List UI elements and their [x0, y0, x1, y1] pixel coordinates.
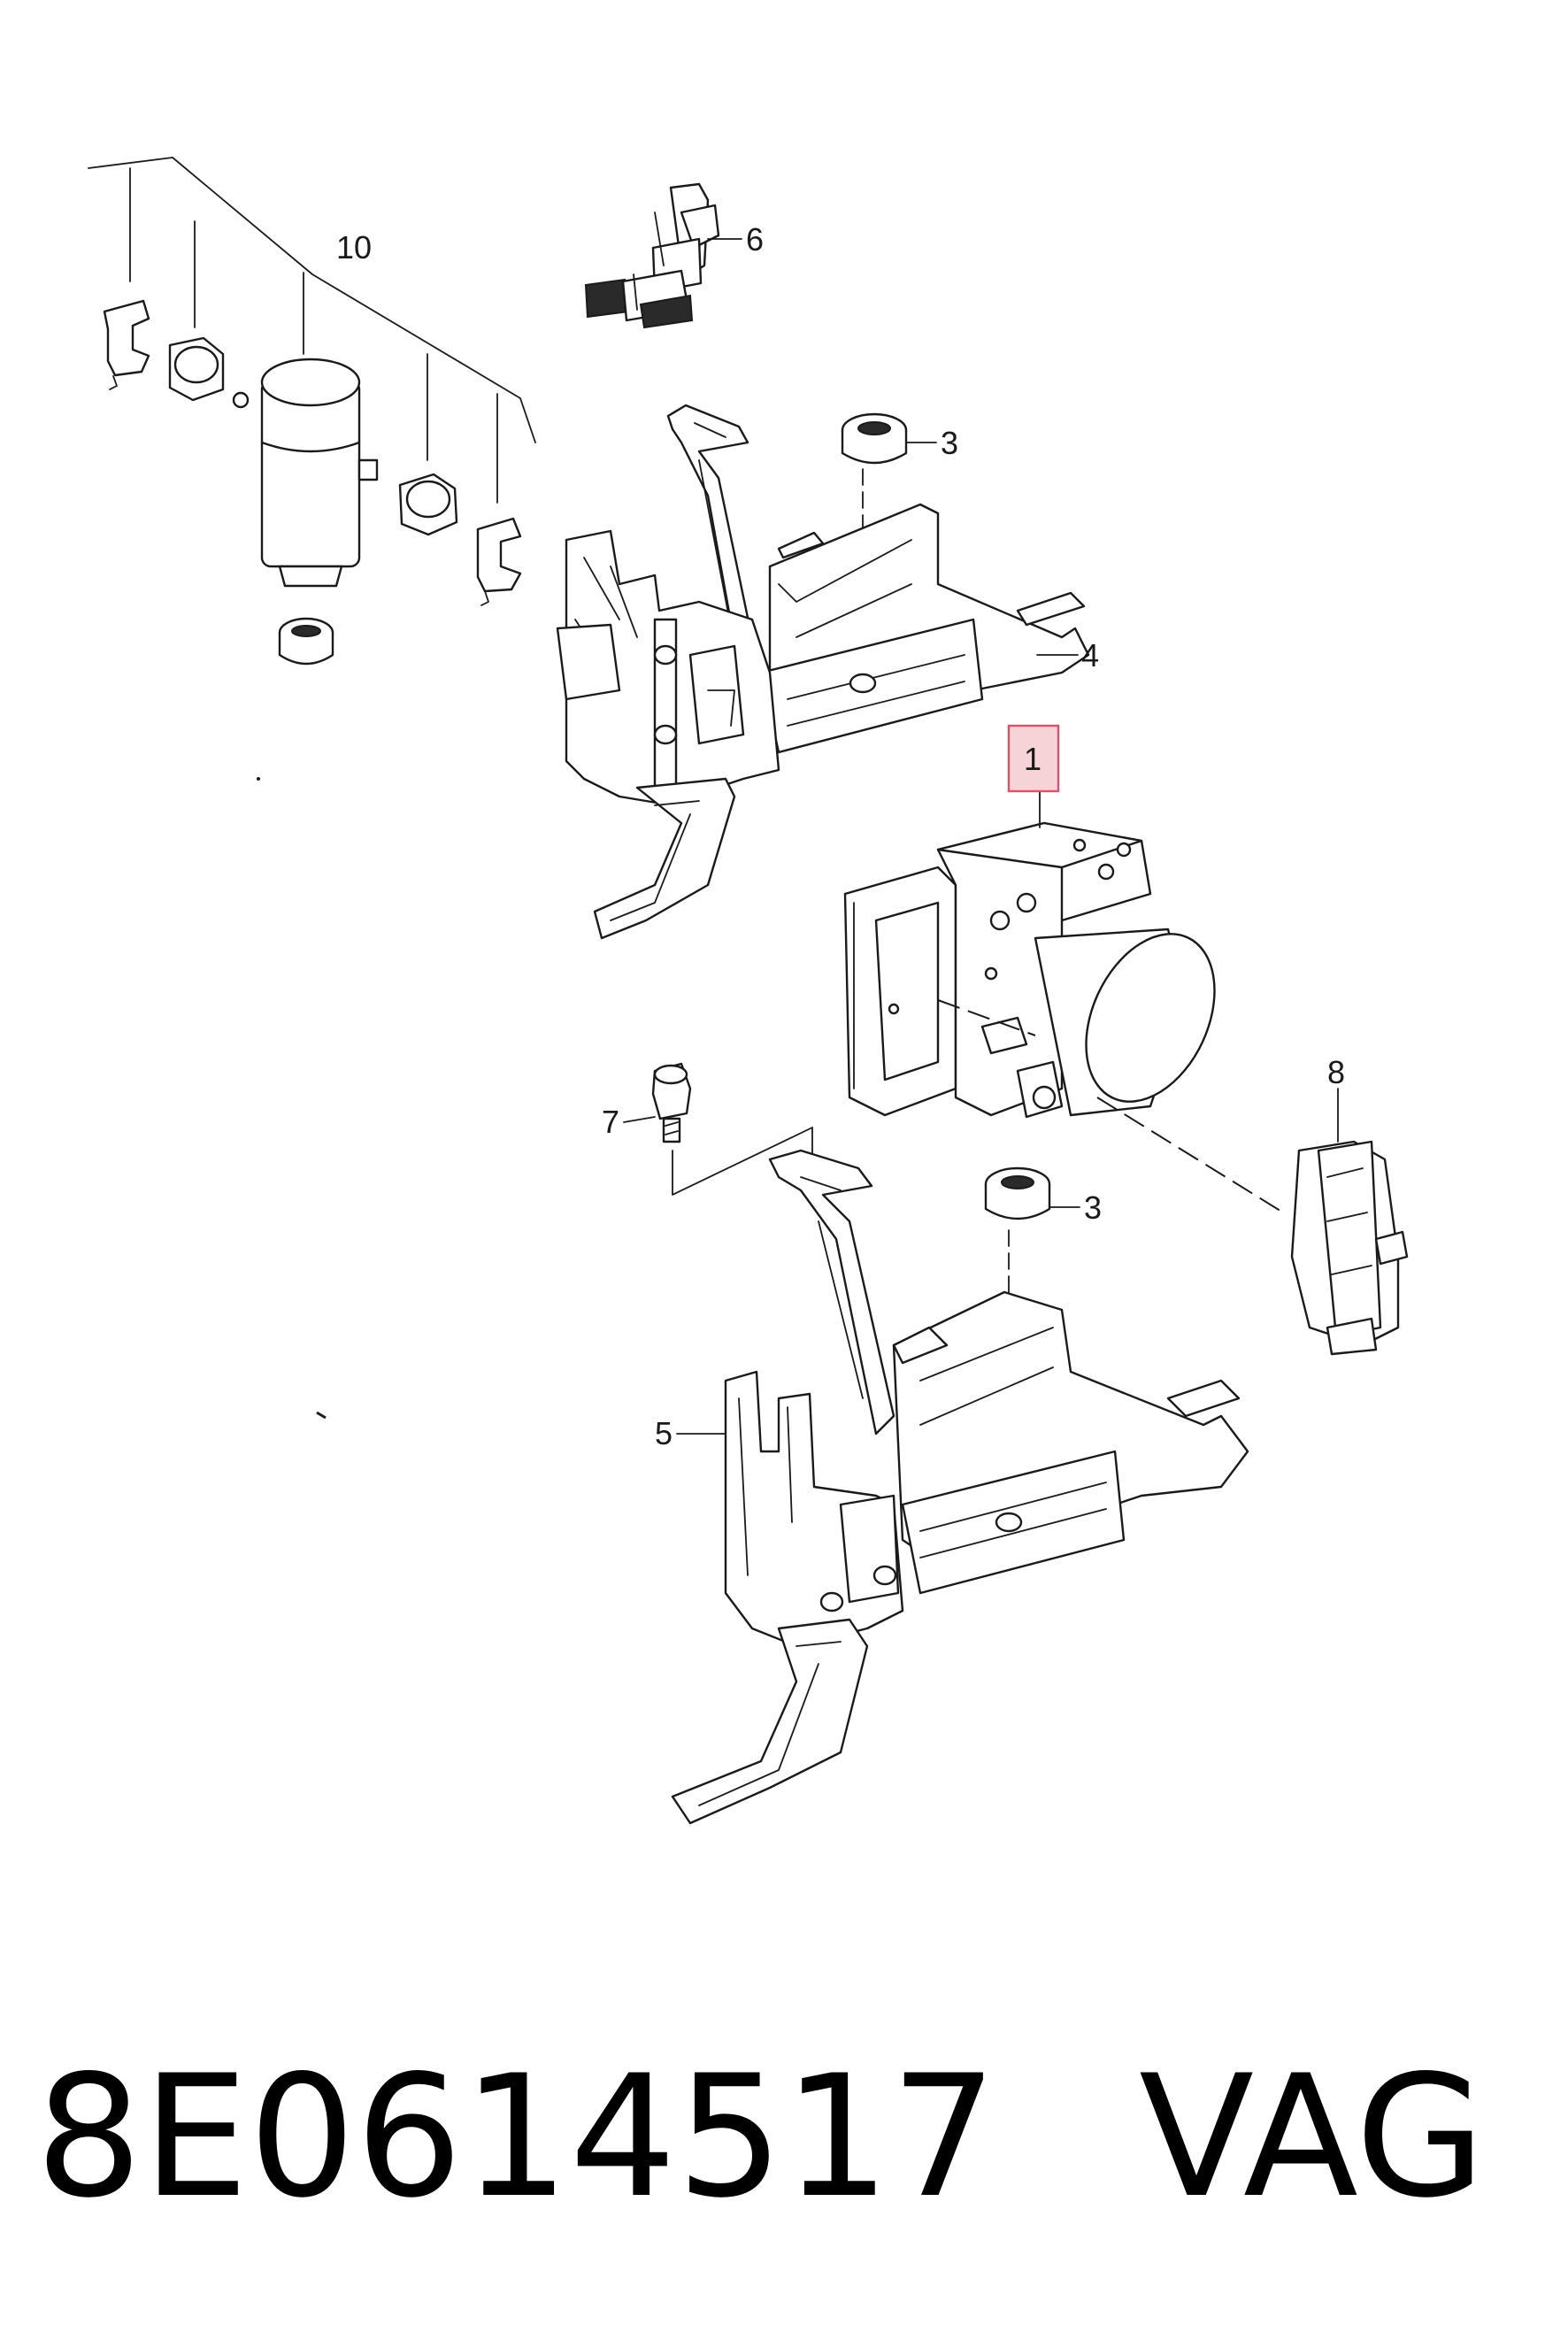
part-5-lower-bracket: [671, 1149, 1249, 1825]
callout-6: 6: [707, 221, 764, 258]
callout-5: 5: [655, 1415, 726, 1451]
callout-4: 4: [1036, 637, 1099, 674]
part-4-upper-bracket: [556, 404, 1090, 940]
svg-text:8: 8: [1327, 1054, 1345, 1090]
svg-text:1: 1: [1024, 741, 1041, 777]
svg-text:5: 5: [655, 1415, 673, 1451]
callout-1-highlighted: 1: [1007, 724, 1060, 793]
callout-8: 8: [1327, 1054, 1345, 1090]
svg-text:7: 7: [602, 1104, 619, 1140]
callout-7: 7: [602, 1104, 656, 1140]
part-3-lower-grommet: [984, 1166, 1051, 1505]
part-3-upper-grommet: [841, 412, 908, 674]
callout-3-upper: 3: [906, 425, 958, 461]
callout-3-lower: 3: [1049, 1189, 1102, 1226]
part-8-connector-plug: [1290, 1088, 1409, 1356]
brand-name: VAG: [1139, 2039, 1486, 2235]
svg-text:3: 3: [941, 425, 958, 461]
svg-text:4: 4: [1081, 637, 1099, 674]
part-10-filter-assembly: [88, 157, 536, 666]
part-number: 8E0614517: [35, 2039, 998, 2235]
svg-text:3: 3: [1084, 1189, 1102, 1226]
svg-text:10: 10: [336, 229, 372, 266]
part-1-abs-unit: [843, 791, 1284, 1213]
speck-mark: [316, 1411, 327, 1420]
svg-text:6: 6: [746, 221, 764, 258]
callout-10: 10: [336, 229, 372, 266]
part-7-bolt: [651, 1062, 813, 1196]
speck-dot: [257, 777, 260, 781]
part-6-connector-harness: [584, 182, 720, 329]
part-number-caption: 8E0614517 VAG: [35, 2036, 1540, 2239]
